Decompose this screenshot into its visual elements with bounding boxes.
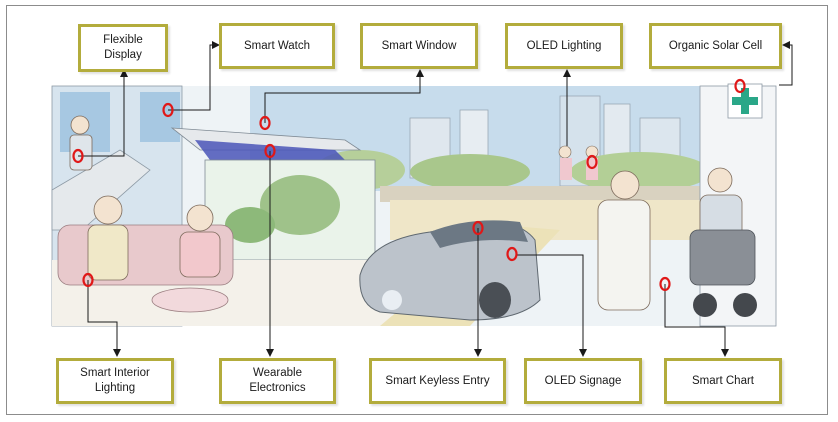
scene-illustration (51, 83, 777, 327)
marker-smart-watch (162, 102, 174, 118)
connectors (78, 41, 793, 357)
label-flexible-display: Flexible Display (78, 24, 168, 72)
connector-organic-solar-cell (779, 41, 793, 86)
label-smart-chart: Smart Chart (664, 358, 782, 404)
label-smart-keyless-entry: Smart Keyless Entry (369, 358, 506, 404)
label-oled-signage: OLED Signage (524, 358, 642, 404)
marker-oled-lighting (586, 154, 598, 170)
marker-smart-chart (659, 276, 671, 292)
label-organic-solar-cell: Organic Solar Cell (649, 23, 782, 69)
connector-smart-interior-lighting (87, 280, 121, 357)
label-smart-window: Smart Window (360, 23, 478, 69)
connector-smart-chart (664, 284, 729, 357)
marker-flexible-display (72, 148, 84, 164)
connector-flexible-display (78, 69, 128, 157)
connector-smart-window (264, 69, 424, 123)
marker-smart-interior-lighting (82, 272, 94, 288)
connector-oled-signage (517, 254, 587, 357)
label-smart-watch: Smart Watch (219, 23, 335, 69)
label-oled-lighting: OLED Lighting (505, 23, 623, 69)
markers (72, 78, 746, 292)
wheelchair (689, 229, 756, 286)
marker-organic-solar-cell (734, 78, 746, 94)
connector-smart-watch (168, 41, 220, 111)
marker-smart-keyless-entry (472, 220, 484, 236)
solar-panel-roof (195, 140, 350, 165)
label-wearable-electronics: Wearable Electronics (219, 358, 336, 404)
marker-smart-window (259, 115, 271, 131)
marker-wearable-electronics (264, 143, 276, 159)
marker-oled-signage (506, 246, 518, 262)
label-smart-interior-lighting: Smart Interior Lighting (56, 358, 174, 404)
